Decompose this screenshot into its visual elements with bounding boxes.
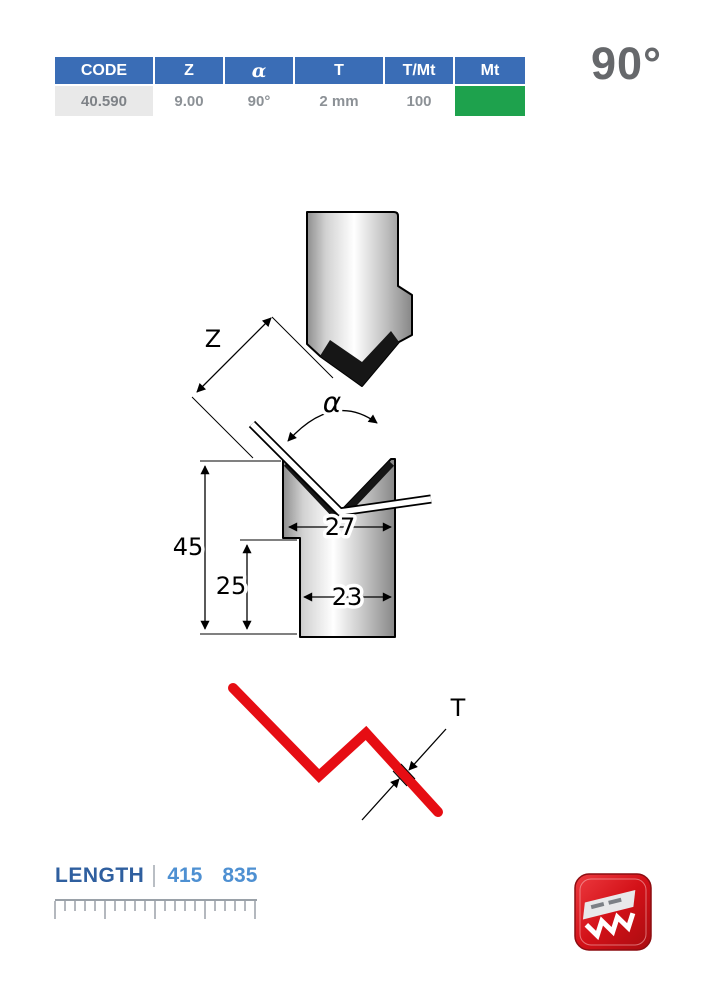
mt-color-swatch bbox=[455, 86, 525, 116]
dim-width-lower: 23 bbox=[303, 580, 392, 615]
dim-width-upper: 27 bbox=[288, 510, 392, 545]
col-header-z: Z bbox=[155, 57, 223, 84]
dim-height-lower: 25 bbox=[212, 539, 297, 630]
brand-logo bbox=[574, 873, 652, 951]
length-section: LENGTH 415 835 bbox=[55, 864, 277, 888]
dim-25-label: 25 bbox=[216, 572, 247, 600]
dim-height-total: 45 bbox=[169, 460, 297, 635]
dim-45-label: 45 bbox=[173, 533, 204, 561]
cell-alpha: 90° bbox=[225, 86, 293, 116]
angle-display: 90° bbox=[591, 38, 663, 89]
dim-z-label: Z bbox=[205, 325, 221, 353]
dim-thickness: T bbox=[361, 694, 466, 821]
col-header-t: T bbox=[295, 57, 383, 84]
cell-t-mt: 100 bbox=[385, 86, 453, 116]
sheet-metal bbox=[248, 420, 432, 517]
col-header-code: CODE bbox=[55, 57, 153, 84]
dim-alpha: α bbox=[287, 383, 378, 442]
cell-z: 9.00 bbox=[155, 86, 223, 116]
col-header-t-mt: T/Mt bbox=[385, 57, 453, 84]
length-ruler bbox=[54, 899, 257, 920]
dim-23-label: 23 bbox=[332, 583, 363, 611]
cell-t: 2 mm bbox=[295, 86, 383, 116]
bent-profile bbox=[228, 683, 443, 817]
length-label: LENGTH bbox=[55, 864, 145, 887]
spec-table-header: CODE Z α T T/Mt Mt bbox=[55, 57, 527, 84]
dim-z: Z bbox=[191, 316, 334, 459]
dim-alpha-label: α bbox=[323, 386, 342, 419]
punch-tool bbox=[306, 211, 413, 387]
length-value-1: 415 bbox=[167, 864, 203, 887]
col-header-alpha: α bbox=[225, 57, 293, 84]
spec-table-row: 40.590 9.00 90° 2 mm 100 bbox=[55, 86, 527, 116]
length-divider bbox=[153, 865, 156, 887]
dim-27-label: 27 bbox=[325, 513, 356, 541]
spec-table: CODE Z α T T/Mt Mt 40.590 9.00 90° 2 mm … bbox=[55, 57, 527, 116]
dim-t-label: T bbox=[450, 694, 466, 722]
length-value-2: 835 bbox=[222, 864, 258, 887]
cell-code: 40.590 bbox=[55, 86, 153, 116]
col-header-mt: Mt bbox=[455, 57, 525, 84]
